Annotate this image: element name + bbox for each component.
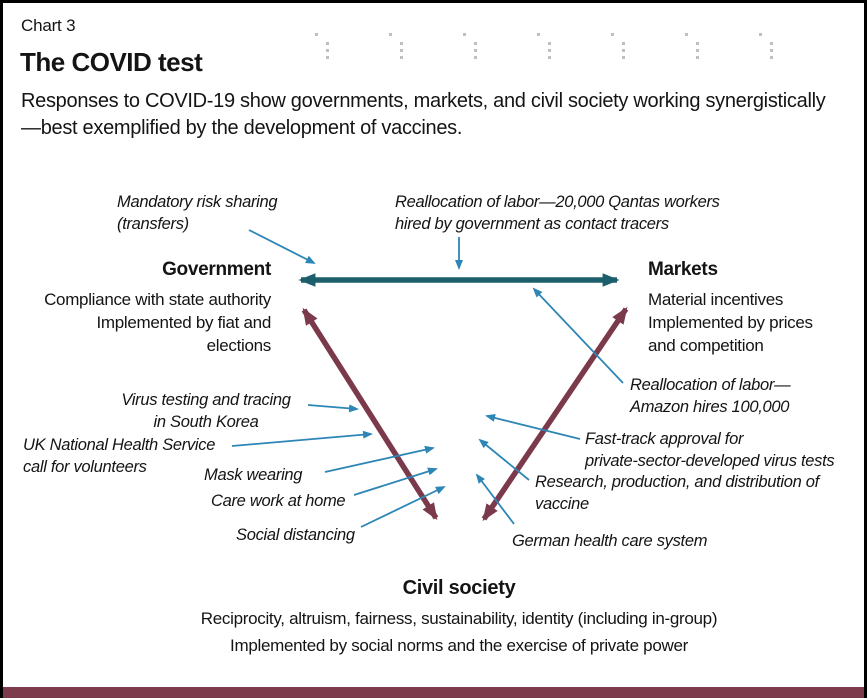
callout-amazon: Reallocation of labor—Amazon hires 100,0…	[630, 376, 791, 416]
footer-accent-bar	[3, 687, 864, 698]
node-civil-society-description: Reciprocity, altruism, fairness, sustain…	[200, 609, 718, 655]
node-markets-title: Markets	[648, 259, 718, 280]
callout-german-health: German health care system	[512, 532, 708, 550]
triangle-arrows-canvas	[231, 229, 629, 528]
callout-arrow-amazon	[532, 287, 624, 384]
callout-mandatory-risk-sharing: Mandatory risk sharing(transfers)	[117, 193, 278, 233]
callout-arrow-mask-wearing	[324, 445, 435, 473]
callout-arrow-virus-testing	[307, 404, 359, 413]
node-civil-society-title: Civil society	[402, 577, 516, 599]
callout-arrow-social-distancing	[360, 486, 446, 528]
callout-arrow-care-work	[353, 467, 438, 496]
chart-title: The COVID test	[20, 47, 203, 77]
callout-social-distancing: Social distancing	[236, 526, 355, 544]
callout-arrow-research-vaccine	[478, 438, 530, 481]
callout-arrow-fast-track	[485, 414, 581, 440]
callout-care-work: Care work at home	[211, 492, 346, 510]
callout-qantas: Reallocation of labor—20,000 Qantas work…	[395, 193, 720, 233]
callout-arrow-uk-nhs	[231, 430, 373, 447]
node-government-title: Government	[162, 259, 271, 280]
callout-arrow-mandatory-risk-sharing	[248, 229, 316, 264]
chart-number: Chart 3	[21, 16, 76, 35]
government-civilsociety-arrow	[301, 307, 439, 521]
node-government: Government Compliance with state authori…	[11, 259, 271, 357]
callout-research-vaccine: Research, production, and distribution o…	[535, 473, 819, 513]
markets-civilsociety-arrow	[481, 306, 629, 522]
chart-subtitle: Responses to COVID-19 show governments, …	[21, 90, 826, 139]
callout-arrow-german-health	[475, 473, 515, 525]
node-civil-society: Civil society Reciprocity, altruism, fai…	[59, 577, 859, 659]
callout-mask-wearing: Mask wearing	[204, 466, 303, 484]
